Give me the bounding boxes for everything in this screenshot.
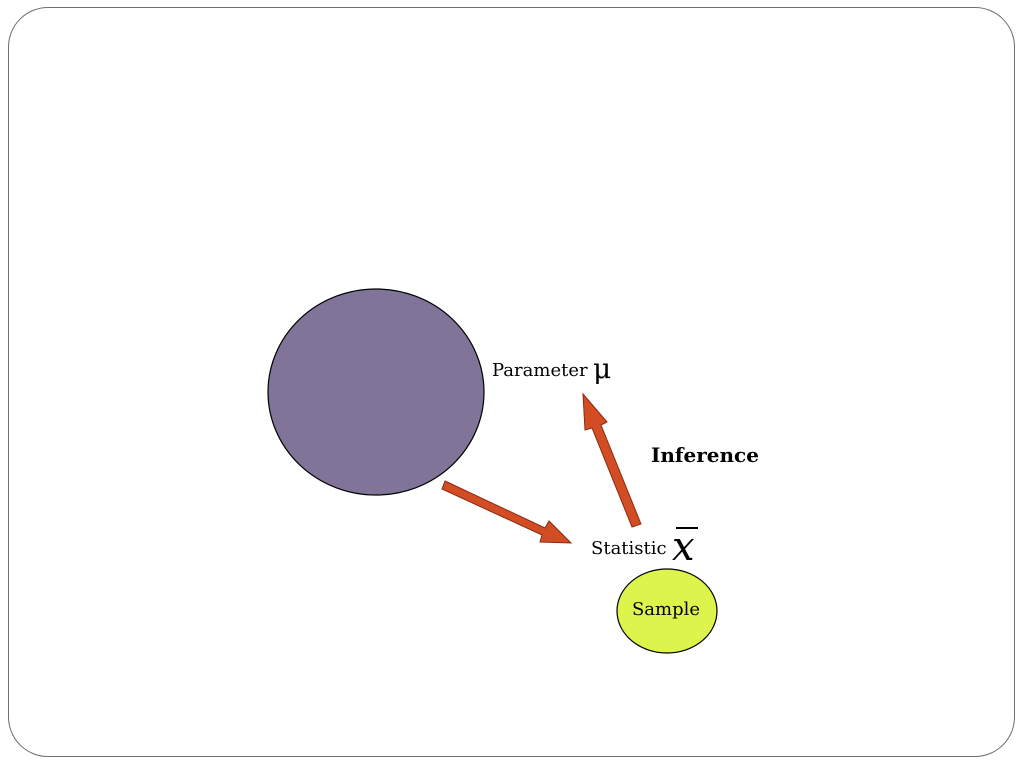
inference-arrow bbox=[582, 392, 642, 528]
inference-label: Inference bbox=[651, 443, 759, 467]
statistic-symbol: x bbox=[672, 524, 695, 570]
slide-frame bbox=[8, 7, 1015, 757]
sample-circle bbox=[616, 568, 718, 654]
parameter-symbol: μ bbox=[593, 352, 611, 385]
parameter-label: Parameter bbox=[492, 360, 588, 381]
sampling-arrow bbox=[441, 480, 573, 544]
statistic-label: Statistic bbox=[591, 538, 667, 559]
sample-label: Sample bbox=[632, 599, 700, 620]
population-circle bbox=[267, 288, 485, 496]
